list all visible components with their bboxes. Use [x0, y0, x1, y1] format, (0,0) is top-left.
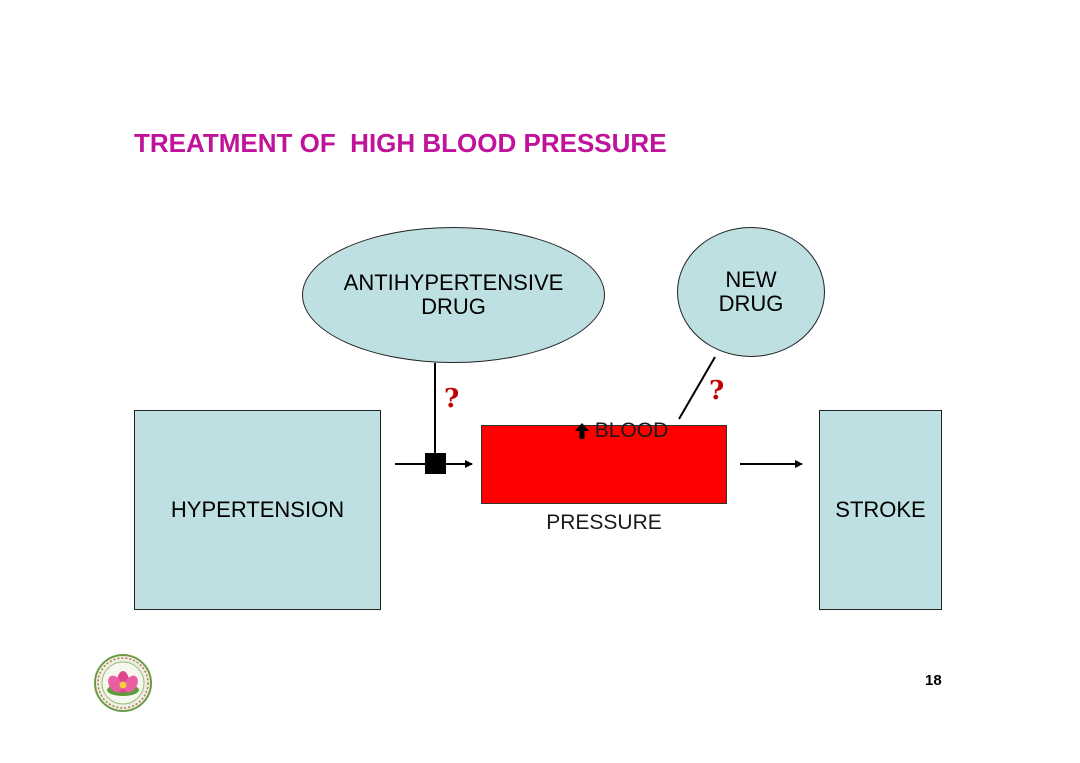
stroke-box: STROKE [819, 410, 942, 610]
new-drug-connector-line [678, 356, 716, 420]
blood-pressure-box: BLOOD PRESSURE [481, 419, 727, 534]
antihypertensive-drug-label: ANTIHYPERTENSIVE DRUG [343, 270, 564, 319]
hypertension-box: HYPERTENSION [134, 410, 381, 610]
lotus-seal-logo [94, 654, 152, 717]
page-number: 18 [925, 672, 942, 689]
slide-title: TREATMENT OF HIGH BLOOD PRESSURE [134, 128, 667, 158]
blood-pressure-label-line2: PRESSURE [546, 510, 662, 534]
antihypertensive-drug-ellipse: ANTIHYPERTENSIVE DRUG [302, 227, 605, 363]
stroke-label: STROKE [835, 497, 926, 522]
block-icon [425, 453, 446, 474]
question-mark-antihypertensive: ? [444, 384, 460, 414]
new-drug-ellipse: NEW DRUG [677, 227, 825, 357]
up-arrow-icon [574, 422, 589, 439]
question-mark-new-drug: ? [709, 376, 725, 406]
hypertension-label: HYPERTENSION [170, 497, 345, 522]
blood-pressure-label-line1: BLOOD [594, 418, 669, 442]
new-drug-label: NEW DRUG [718, 267, 784, 316]
